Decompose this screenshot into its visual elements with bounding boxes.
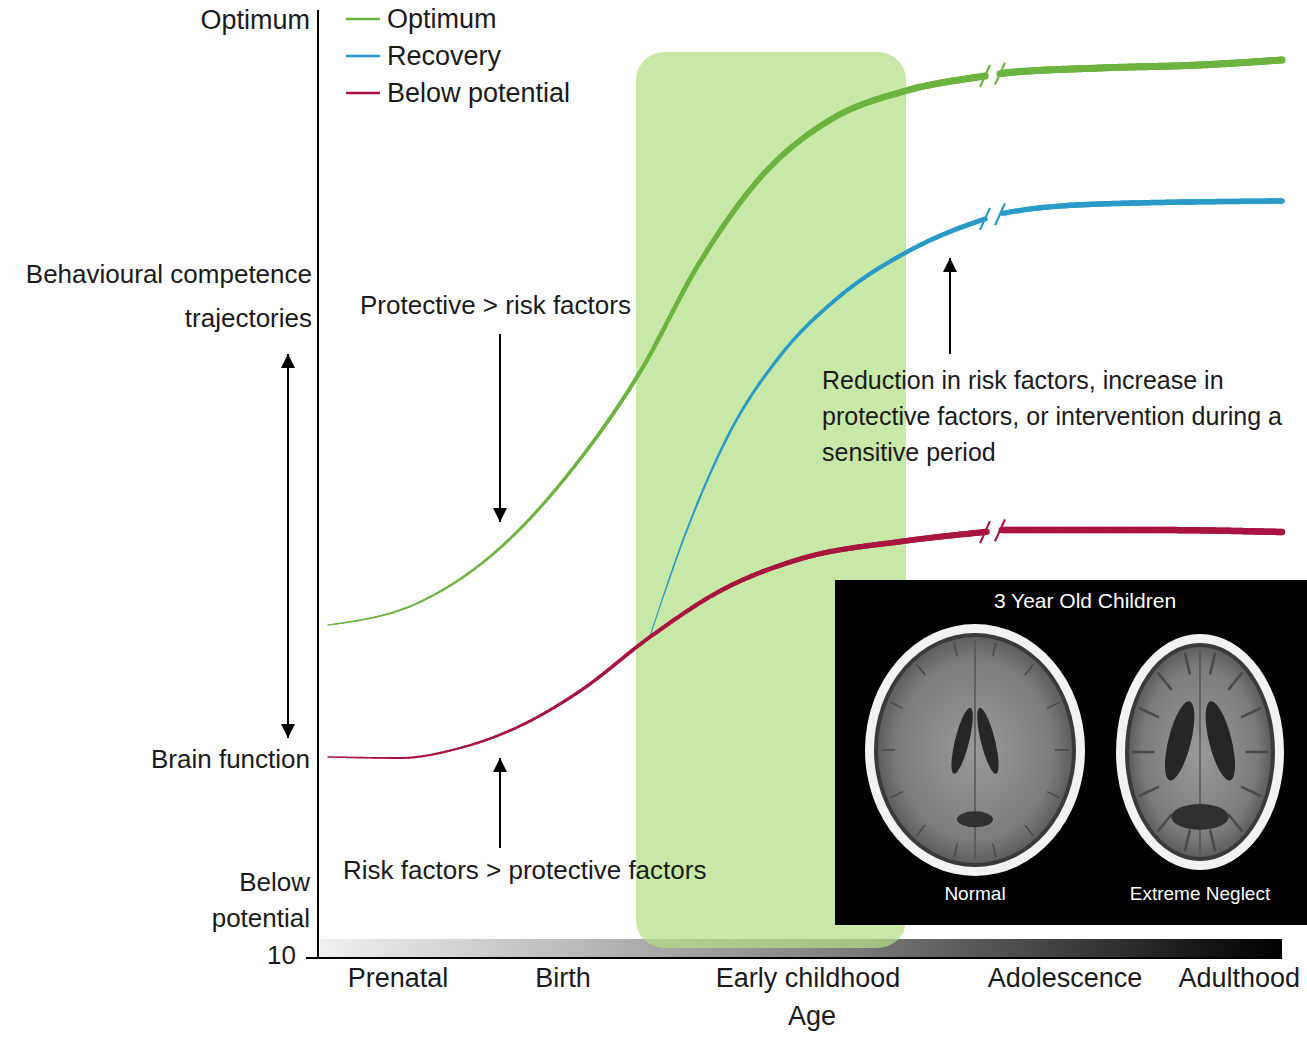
axis-title: Brain function [100,744,310,775]
legend-label: Below potential [387,77,570,109]
age-stage: Prenatal [238,962,558,994]
axis-break-mark [995,519,1005,541]
axis-tick [306,957,318,959]
legend-entry: Below potential [345,77,570,109]
neglect-brain-scan [1116,634,1284,870]
axis-break-mark [995,63,1005,85]
age-stage: Early childhood [648,962,968,994]
axis-break-mark [980,208,990,230]
y-axis [317,10,319,959]
image-caption: Extreme Neglect [1050,883,1307,906]
panel-title: 3 Year Old Children [935,588,1235,613]
legend-line-sample [345,9,381,29]
curve-segment [1279,57,1282,64]
legend-line-sample [345,83,381,103]
double-arrow [287,354,289,738]
age-stage: Adulthood [1100,962,1300,994]
annotation: Risk factors > protective factors [343,855,706,886]
legend-label: Optimum [387,3,497,35]
up-arrow [499,758,501,848]
axis-value: 10 [228,940,296,971]
image-caption: Normal [825,883,1125,906]
age-stage: Birth [403,962,723,994]
axis-top-label: Optimum [150,4,310,36]
down-arrow [499,334,501,522]
curve-segment [1278,57,1285,64]
legend-entry: Recovery [345,40,501,72]
x-axis [317,957,1282,959]
curve-segment [1281,198,1282,204]
brain-scan-panel: 3 Year Old ChildrenNormalExtreme Neglect [835,580,1307,925]
axis-title: Behavioural competence trajectories [0,252,312,340]
legend-line-sample [345,46,381,66]
brain-scan-images [835,580,1307,925]
axis-bottom-label: Below potential [180,864,310,936]
annotation: Protective > risk factors [356,290,635,321]
axis-break-mark [980,65,990,87]
curve-segment [1281,529,1282,536]
normal-brain-scan [865,624,1085,876]
axis-break-mark [995,203,1005,225]
axis-break-mark [980,521,990,543]
legend-label: Recovery [387,40,501,72]
age-stage: Adolescence [905,962,1225,994]
annotation: Reduction in risk factors, increase in p… [822,362,1300,470]
legend-entry: Optimum [345,3,497,35]
axis-title: Age [652,1000,972,1032]
up-arrow [949,258,951,354]
